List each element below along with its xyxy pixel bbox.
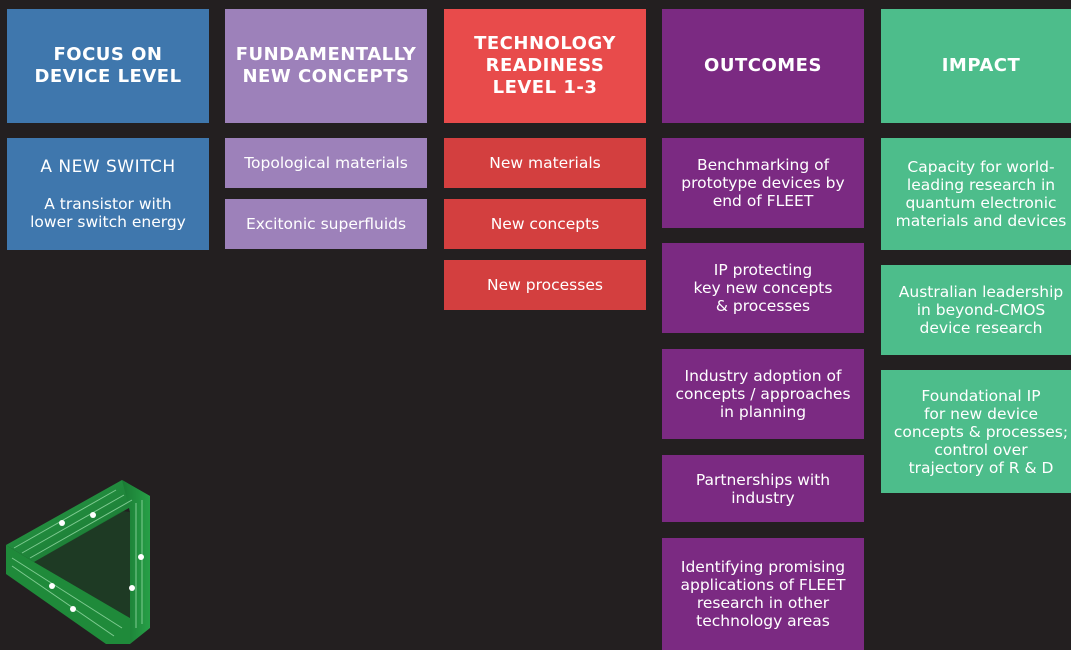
focus-header-label: FOCUS ON DEVICE LEVEL bbox=[34, 44, 182, 87]
outcome-item-label: Industry adoption of concepts / approach… bbox=[675, 367, 851, 421]
readiness-header-label: TECHNOLOGY READINESS LEVEL 1-3 bbox=[474, 33, 616, 98]
outcomes-header-label: OUTCOMES bbox=[704, 55, 822, 76]
outcome-item: Partnerships with industry bbox=[662, 455, 864, 522]
new-switch-title: A NEW SWITCH bbox=[40, 157, 176, 177]
concept-item: Topological materials bbox=[225, 138, 427, 188]
impact-item-label: Foundational IP for new device concepts … bbox=[893, 386, 1069, 477]
outcome-item-label: IP protecting key new concepts & process… bbox=[693, 261, 833, 315]
outcome-item: IP protecting key new concepts & process… bbox=[662, 243, 864, 333]
penrose-triangle-circuit-logo bbox=[6, 480, 150, 644]
outcome-item: Identifying promising applications of FL… bbox=[662, 538, 864, 650]
readiness-item-label: New concepts bbox=[490, 215, 600, 233]
concept-item-label: Topological materials bbox=[244, 154, 408, 172]
impact-item-label: Australian leadership in beyond-CMOS dev… bbox=[898, 283, 1064, 337]
readiness-header: TECHNOLOGY READINESS LEVEL 1-3 bbox=[444, 9, 646, 123]
concepts-header-label: FUNDAMENTALLY NEW CONCEPTS bbox=[235, 44, 417, 87]
outcomes-header: OUTCOMES bbox=[662, 9, 864, 123]
readiness-item: New processes bbox=[444, 260, 646, 310]
impact-item: Australian leadership in beyond-CMOS dev… bbox=[881, 265, 1071, 355]
readiness-item-label: New processes bbox=[487, 276, 603, 294]
outcome-item-label: Benchmarking of prototype devices by end… bbox=[681, 156, 845, 210]
outcome-item: Benchmarking of prototype devices by end… bbox=[662, 138, 864, 228]
outcome-item-label: Partnerships with industry bbox=[695, 470, 831, 507]
outcome-item: Industry adoption of concepts / approach… bbox=[662, 349, 864, 439]
readiness-item-label: New materials bbox=[489, 154, 601, 172]
concept-item: Excitonic superfluids bbox=[225, 199, 427, 249]
impact-header: IMPACT bbox=[881, 9, 1071, 123]
impact-item: Capacity for world- leading research in … bbox=[881, 138, 1071, 250]
readiness-item: New concepts bbox=[444, 199, 646, 249]
outcome-item-label: Identifying promising applications of FL… bbox=[680, 558, 846, 630]
new-switch-box: A NEW SWITCH A transistor with lower swi… bbox=[7, 138, 209, 250]
readiness-item: New materials bbox=[444, 138, 646, 188]
focus-header: FOCUS ON DEVICE LEVEL bbox=[7, 9, 209, 123]
new-switch-description: A transistor with lower switch energy bbox=[30, 195, 186, 231]
concept-item-label: Excitonic superfluids bbox=[245, 215, 407, 233]
impact-item: Foundational IP for new device concepts … bbox=[881, 370, 1071, 493]
impact-item-label: Capacity for world- leading research in … bbox=[895, 158, 1067, 230]
concepts-header: FUNDAMENTALLY NEW CONCEPTS bbox=[225, 9, 427, 123]
impact-header-label: IMPACT bbox=[941, 55, 1021, 76]
